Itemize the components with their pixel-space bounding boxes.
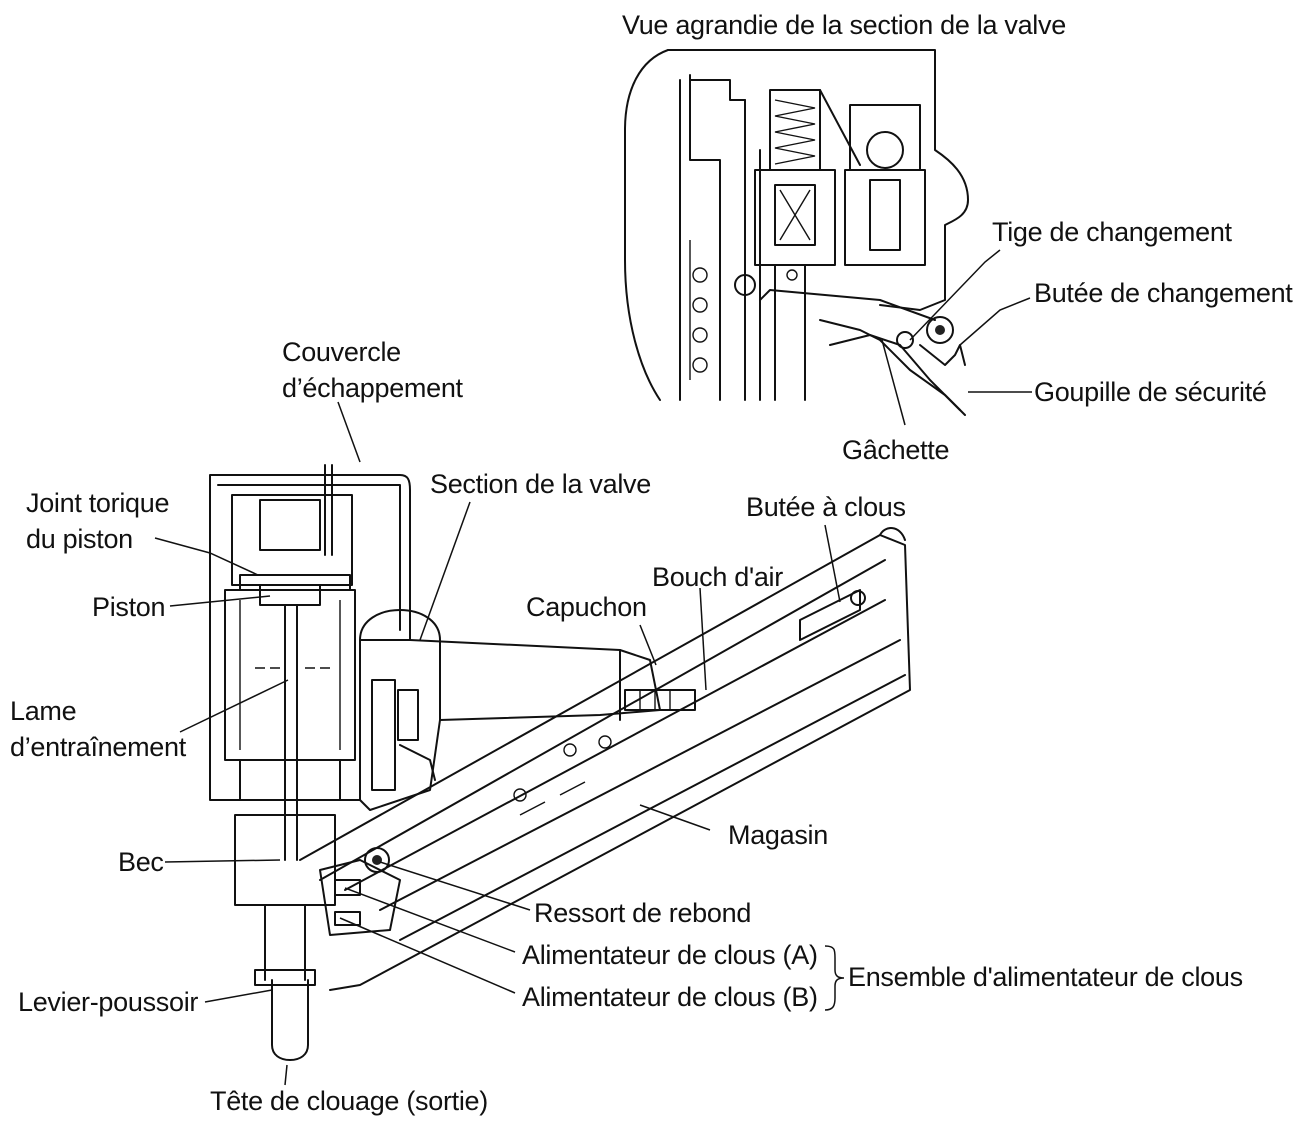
- label-tete-clouage: Tête de clouage (sortie): [210, 1086, 488, 1116]
- label-levier-poussoir: Levier-poussoir: [18, 987, 199, 1017]
- label-goupille-securite: Goupille de sécurité: [1034, 377, 1267, 407]
- label-alimentateur-b: Alimentateur de clous (B): [522, 982, 818, 1012]
- label-bouch-air: Bouch d'air: [652, 562, 783, 592]
- label-joint-line1: Joint torique: [26, 488, 170, 518]
- label-section-valve: Section de la valve: [430, 469, 651, 499]
- label-piston: Piston: [92, 592, 166, 622]
- leader-lines: [154, 249, 1032, 1086]
- label-magasin: Magasin: [728, 820, 828, 850]
- label-bec: Bec: [118, 847, 164, 877]
- label-alimentateur-a: Alimentateur de clous (A): [522, 940, 818, 970]
- label-butee-changement: Butée de changement: [1034, 278, 1293, 308]
- inset-title: Vue agrandie de la section de la valve: [622, 10, 1066, 40]
- label-lame-line1: Lame: [10, 696, 77, 726]
- label-butee-clous: Butée à clous: [746, 492, 906, 522]
- nailer-body-drawing: [209, 464, 911, 1061]
- label-capuchon: Capuchon: [526, 592, 647, 622]
- label-ensemble-alimentateur: Ensemble d'alimentateur de clous: [848, 962, 1243, 992]
- label-joint-line2: du piston: [26, 524, 133, 554]
- label-gachette: Gâchette: [842, 435, 950, 465]
- label-ressort-rebond: Ressort de rebond: [534, 898, 752, 928]
- label-couvercle-line2: d’échappement: [282, 373, 463, 403]
- label-lame-line2: d’entraînement: [10, 732, 186, 762]
- label-couvercle-line1: Couvercle: [282, 337, 401, 367]
- valve-inset-drawing: [624, 49, 969, 416]
- label-tige-changement: Tige de changement: [992, 217, 1232, 247]
